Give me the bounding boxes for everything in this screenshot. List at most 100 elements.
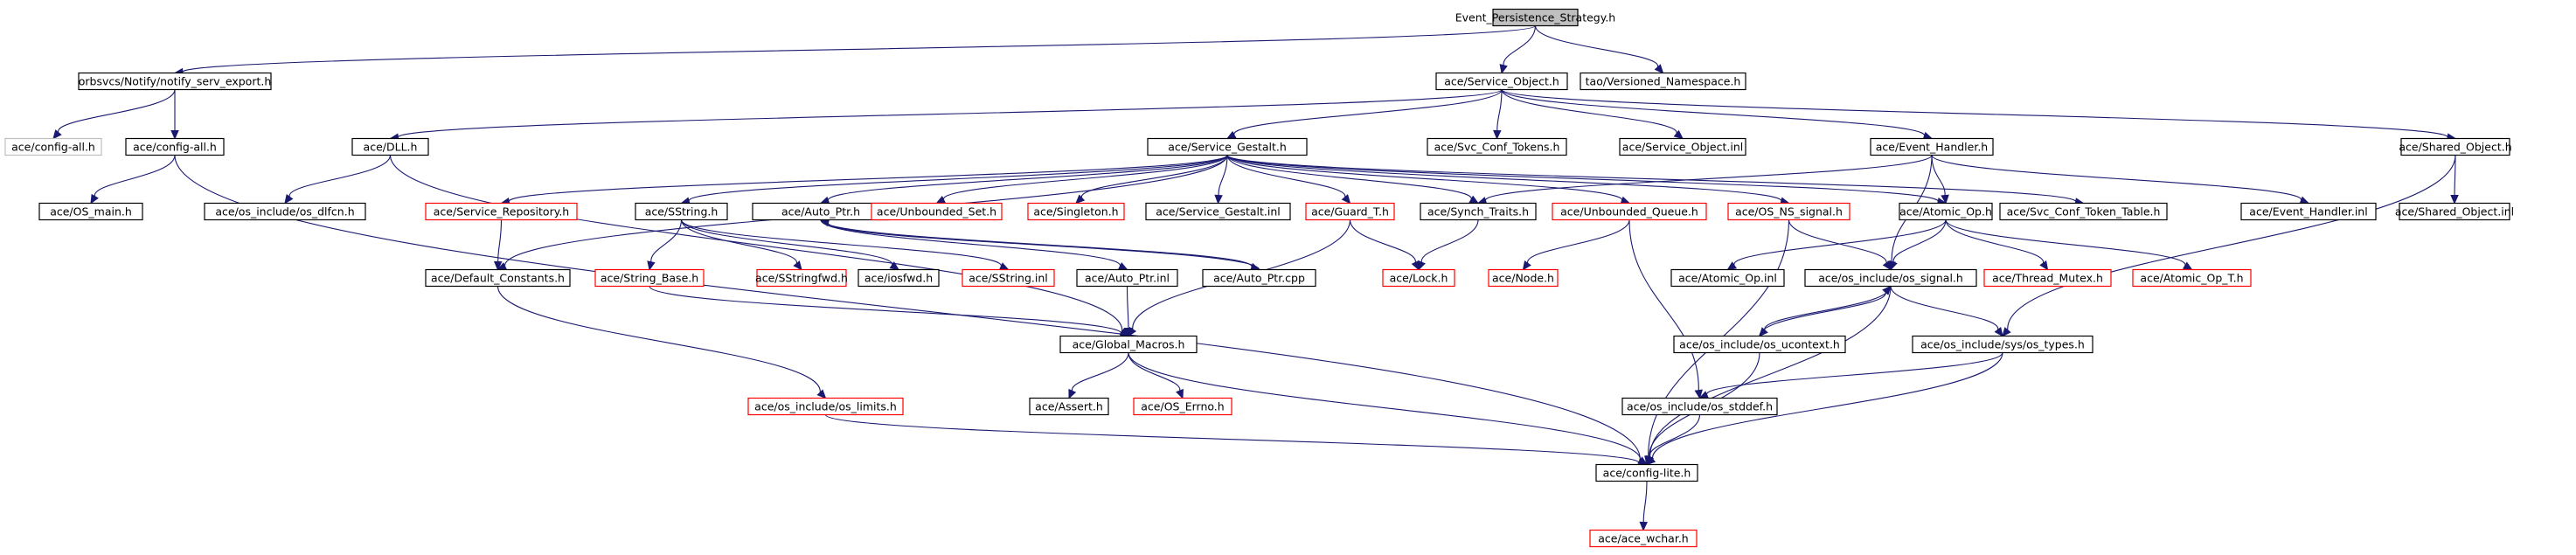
edge-n12-n27: [2450, 155, 2459, 205]
node-ace-config-all-h[interactable]: ace/config-all.h: [4, 137, 102, 156]
node-label: orbsvcs/Notify/notify_serv_export.h: [79, 75, 272, 88]
node-label: ace/Thread_Mutex.h: [1992, 272, 2103, 285]
node-label: ace/os_include/sys/os_types.h: [1920, 338, 2085, 351]
node-ace-iosfwd-h[interactable]: ace/iosfwd.h: [858, 268, 940, 288]
node-ace-unbounded-set-h[interactable]: ace/Unbounded_Set.h: [871, 202, 1003, 221]
node-box: [4, 137, 102, 156]
node-ace-service-gestalt-inl[interactable]: ace/Service_Gestalt.inl: [1145, 202, 1291, 221]
node-box: [1059, 335, 1198, 354]
edge-n8-n24: [1226, 155, 1948, 206]
node-ace-thread-mutex-h[interactable]: ace/Thread_Mutex.h: [1983, 268, 2112, 288]
node-ace-sstring-inl[interactable]: ace/SString.inl: [962, 268, 1055, 288]
edge-root-n2: [1499, 25, 1537, 74]
node-label: Event_Persistence_Strategy.h: [1455, 11, 1615, 24]
node-ace-event-handler-h[interactable]: ace/Event_Handler.h: [1870, 137, 1994, 156]
node-box: [1488, 268, 1559, 288]
edge-n5-n48: [174, 155, 1649, 466]
node-label: ace/DLL.h: [364, 141, 418, 154]
node-ace-event-handler-inl[interactable]: ace/Event_Handler.inl: [2240, 202, 2377, 221]
node-ace-atomic-op-h[interactable]: ace/Atomic_Op.h: [1899, 202, 1993, 221]
node-ace-svc-conf-token-table-h[interactable]: ace/Svc_Conf_Token_Table.h: [1999, 202, 2168, 221]
node-ace-service-gestalt-h[interactable]: ace/Service_Gestalt.h: [1147, 137, 1308, 156]
node-ace-shared-object-h[interactable]: ace/Shared_Object.h: [2399, 137, 2512, 156]
node-ace-sstring-h[interactable]: ace/SString.h: [635, 202, 728, 221]
node-ace-guard-t-h[interactable]: ace/Guard_T.h: [1305, 202, 1395, 221]
node-ace-auto-ptr-h[interactable]: ace/Auto_Ptr.h: [752, 202, 890, 221]
edge-n2-n12: [1501, 89, 2457, 142]
node-box: [858, 268, 940, 288]
node-label: ace/Node.h: [1492, 272, 1554, 285]
edge-n8-n20: [1226, 155, 1351, 205]
node-label: ace/Synch_Traits.h: [1427, 205, 1529, 219]
node-label: ace/OS_NS_signal.h: [1735, 205, 1843, 219]
edge-n24-n38: [1889, 219, 1947, 271]
node-box: [1899, 202, 1993, 221]
node-label: ace/ace_wchar.h: [1598, 532, 1688, 545]
node-ace-auto-ptr-inl[interactable]: ace/Auto_Ptr.inl: [1076, 268, 1178, 288]
node-box: [1912, 335, 2093, 354]
node-box: [1621, 397, 1778, 416]
node-ace-node-h[interactable]: ace/Node.h: [1488, 268, 1559, 288]
node-ace-atomic-op-t-h[interactable]: ace/Atomic_Op_T.h: [2132, 268, 2252, 288]
node-label: ace/Auto_Ptr.inl: [1085, 272, 1170, 285]
node-ace-config-lite-h[interactable]: ace/config-lite.h: [1595, 463, 1698, 482]
node-ace-service-object-inl[interactable]: ace/Service_Object.inl: [1619, 137, 1746, 156]
node-ace-os-include-sys-os-types-h[interactable]: ace/os_include/sys/os_types.h: [1912, 335, 2093, 354]
edge-n14-n28: [493, 219, 503, 271]
node-label: ace/os_include/os_stddef.h: [1627, 400, 1773, 413]
node-ace-shared-object-inl[interactable]: ace/Shared_Object.inl: [2395, 202, 2514, 221]
node-ace-os-include-os-stddef-h[interactable]: ace/os_include/os_stddef.h: [1621, 397, 1778, 416]
node-ace-dll-h[interactable]: ace/DLL.h: [351, 137, 429, 156]
node-label: ace/Service_Gestalt.inl: [1156, 205, 1281, 219]
edge-n24-n37: [1726, 219, 1947, 271]
node-label: ace/os_include/os_limits.h: [754, 400, 897, 413]
node-label: ace/Service_Gestalt.h: [1168, 141, 1287, 154]
node-ace-os-include-os-dlfcn-h[interactable]: ace/os_include/os_dlfcn.h: [204, 202, 366, 221]
edge-n8-n25: [1226, 155, 2085, 206]
node-ace-assert-h[interactable]: ace/Assert.h: [1029, 397, 1109, 416]
node-box: [1589, 529, 1698, 548]
node-box: [78, 72, 272, 91]
node-ace-auto-ptr-cpp[interactable]: ace/Auto_Ptr.cpp: [1202, 268, 1316, 288]
node-box: [425, 268, 571, 288]
edge-n16-n33: [820, 219, 1128, 271]
node-event-persistence-strategy-h[interactable]: Event_Persistence_Strategy.h: [1455, 8, 1615, 27]
node-label: ace/iosfwd.h: [864, 272, 933, 285]
node-box: [1492, 8, 1579, 27]
node-ace-os-include-os-limits-h[interactable]: ace/os_include/os_limits.h: [747, 397, 904, 416]
node-ace-atomic-op-inl[interactable]: ace/Atomic_Op.inl: [1670, 268, 1785, 288]
node-ace-singleton-h[interactable]: ace/Singleton.h: [1027, 202, 1125, 221]
node-ace-svc-conf-tokens-h[interactable]: ace/Svc_Conf_Tokens.h: [1427, 137, 1567, 156]
node-ace-service-repository-h[interactable]: ace/Service_Repository.h: [425, 202, 578, 221]
node-ace-string-base-h[interactable]: ace/String_Base.h: [594, 268, 705, 288]
node-ace-os-include-os-ucontext-h[interactable]: ace/os_include/os_ucontext.h: [1673, 335, 1846, 354]
edge-n12-n43: [2002, 155, 2456, 337]
node-label: ace/os_include/os_ucontext.h: [1679, 338, 1840, 351]
node-ace-os-errno-h[interactable]: ace/OS_Errno.h: [1133, 397, 1232, 416]
node-ace-lock-h[interactable]: ace/Lock.h: [1382, 268, 1455, 288]
node-ace-os-main-h[interactable]: ace/OS_main.h: [38, 202, 143, 221]
edge-n23-n38: [1788, 219, 1892, 271]
node-orbsvcs-notify-notify-serv-export-h[interactable]: orbsvcs/Notify/notify_serv_export.h: [78, 72, 272, 91]
node-tao-versioned-namespace-h[interactable]: tao/Versioned_Namespace.h: [1580, 72, 1746, 91]
node-ace-os-ns-signal-h[interactable]: ace/OS_NS_signal.h: [1727, 202, 1850, 221]
node-label: ace/Lock.h: [1390, 272, 1448, 285]
node-ace-ace-wchar-h[interactable]: ace/ace_wchar.h: [1589, 529, 1698, 548]
node-box: [1580, 72, 1746, 91]
node-ace-unbounded-queue-h[interactable]: ace/Unbounded_Queue.h: [1552, 202, 1707, 221]
node-ace-global-macros-h[interactable]: ace/Global_Macros.h: [1059, 335, 1198, 354]
node-label: ace/Shared_Object.inl: [2395, 205, 2514, 219]
node-box: [1983, 268, 2112, 288]
node-label: ace/Singleton.h: [1033, 205, 1118, 219]
edge-n38-n42: [1759, 286, 1892, 337]
node-ace-os-include-os-signal-h[interactable]: ace/os_include/os_signal.h: [1804, 268, 1977, 288]
node-label: ace/Global_Macros.h: [1073, 338, 1185, 351]
node-box: [1076, 268, 1178, 288]
node-ace-default-constants-h[interactable]: ace/Default_Constants.h: [425, 268, 571, 288]
node-ace-sstringfwd-h[interactable]: ace/SStringfwd.h: [755, 268, 848, 288]
node-ace-service-object-h[interactable]: ace/Service_Object.h: [1435, 72, 1568, 91]
node-ace-config-all-h[interactable]: ace/config-all.h: [125, 137, 225, 156]
edge-n2-n8: [1226, 89, 1503, 140]
node-box: [38, 202, 143, 221]
node-ace-synch-traits-h[interactable]: ace/Synch_Traits.h: [1420, 202, 1537, 221]
